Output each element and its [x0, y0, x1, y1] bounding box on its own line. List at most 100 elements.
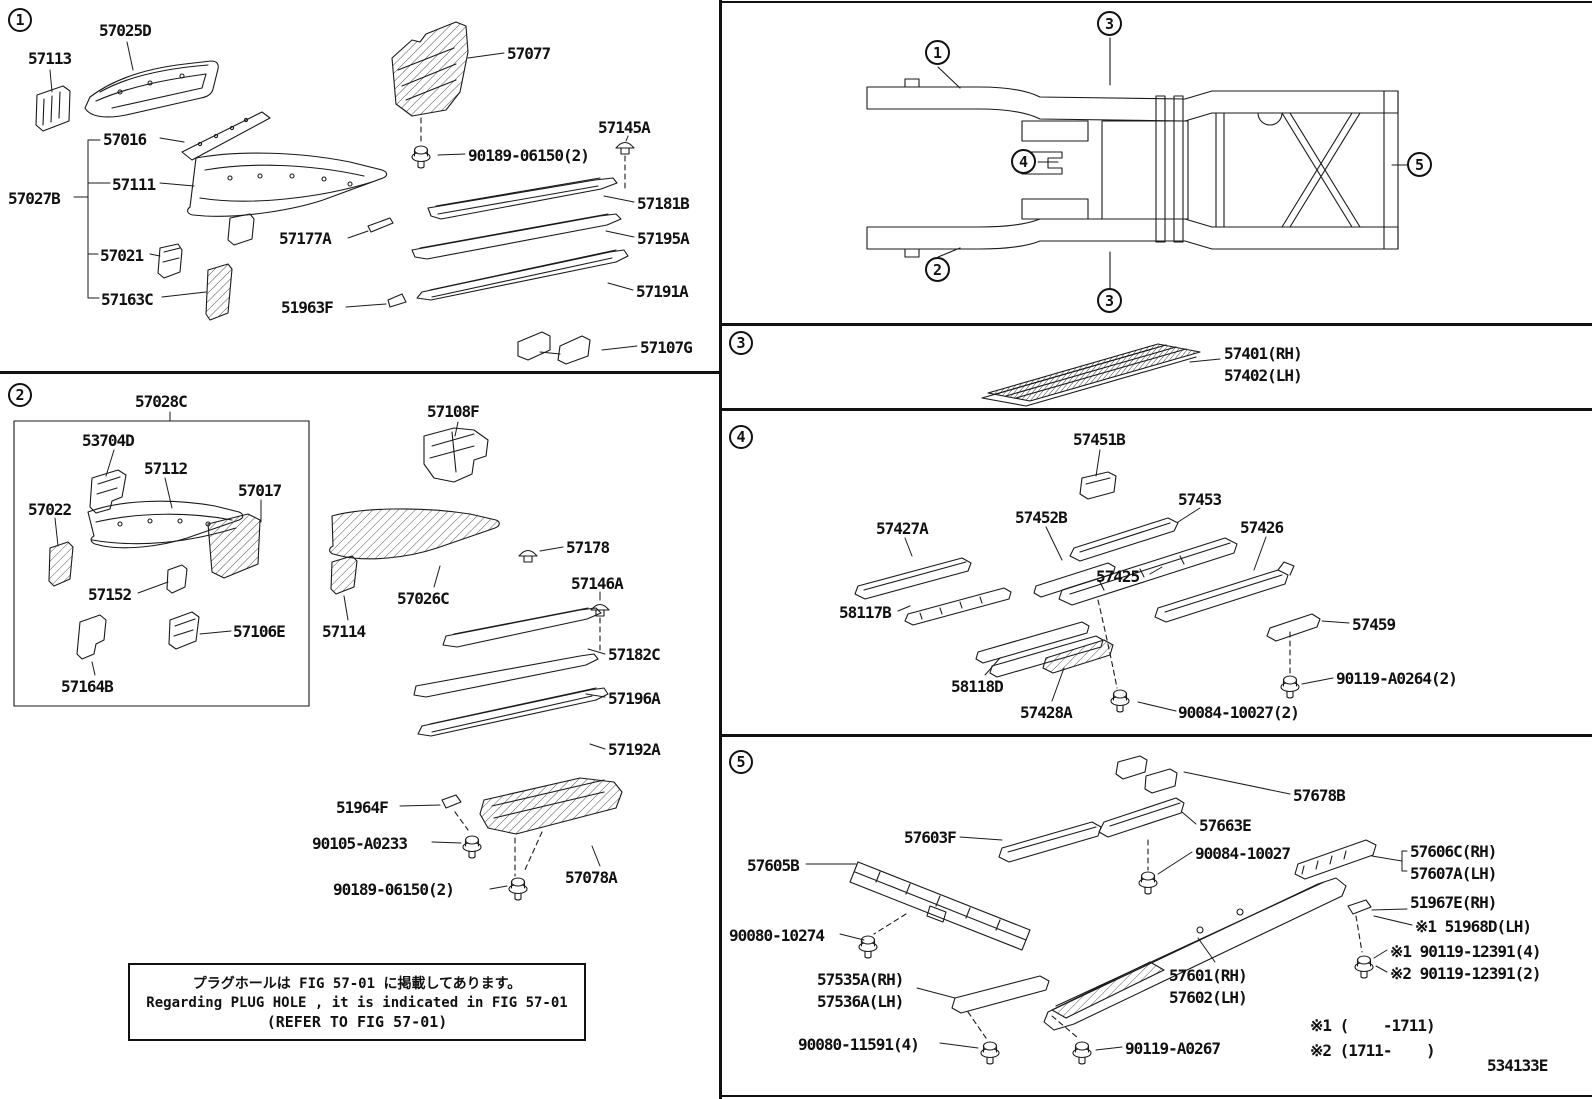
part-label-57021: 57021 — [100, 246, 144, 265]
part-label-90119-12391-4: ※1 90119-12391(4) — [1390, 942, 1542, 961]
part-label-90189-06150-s1: 90189-06150(2) — [468, 146, 590, 165]
part-label-90080-11591: 90080-11591(4) — [798, 1035, 920, 1054]
part-label-57603f: 57603F — [904, 828, 957, 847]
part-label-57078a: 57078A — [565, 868, 618, 887]
part-label-51963f: 51963F — [281, 298, 334, 317]
part-label-57428a: 57428A — [1020, 703, 1073, 722]
part-label-51964f: 51964F — [336, 798, 389, 817]
frame-callout-2: 2 — [925, 257, 950, 282]
part-label-57607a: 57607A(LH) — [1410, 864, 1497, 883]
section-badge-4: 4 — [729, 425, 753, 449]
sec1-front-side-member-drawing — [35, 21, 635, 365]
bolt-icon — [1072, 1041, 1092, 1065]
part-label-57025d: 57025D — [99, 21, 152, 40]
sec5-rear-side-member-drawing — [849, 755, 1377, 1065]
part-label-58118d: 58118D — [951, 677, 1004, 696]
part-label-57181b: 57181B — [637, 194, 690, 213]
section-badge-5: 5 — [729, 750, 753, 774]
bolt-icon — [1138, 871, 1158, 895]
part-label-51967e: 51967E(RH) — [1410, 893, 1497, 912]
note-line-japanese: プラグホールは FIG 57-01 に掲載してあります。 — [192, 976, 522, 992]
section-badge-3: 3 — [729, 331, 753, 355]
part-label-57536a: 57536A(LH) — [817, 992, 904, 1011]
plug-icon — [615, 141, 635, 155]
bolt-icon — [1280, 675, 1300, 699]
sec4-floor-crossmember-drawing — [854, 471, 1321, 713]
plug-hole-note-box: プラグホールは FIG 57-01 に掲載してあります。 Regarding P… — [128, 963, 586, 1041]
part-label-90119-a0264: 90119-A0264(2) — [1336, 669, 1458, 688]
part-label-57077: 57077 — [507, 44, 551, 63]
part-label-57017: 57017 — [238, 481, 282, 500]
frame-callout-3-top: 3 — [1097, 11, 1122, 36]
part-label-57196a: 57196A — [608, 689, 661, 708]
part-label-57605b: 57605B — [747, 856, 800, 875]
part-label-57108f: 57108F — [427, 402, 480, 421]
part-label-57195a: 57195A — [637, 229, 690, 248]
applicability-note-1: ※1 ( -1711) — [1310, 1016, 1436, 1035]
part-label-90080-10274: 90080-10274 — [729, 926, 825, 945]
sec3-floor-panel-drawing — [981, 343, 1221, 407]
part-label-53704d: 53704D — [82, 431, 135, 450]
part-label-57459: 57459 — [1352, 615, 1396, 634]
section-badge-2: 2 — [8, 383, 32, 407]
part-label-57026c: 57026C — [397, 589, 450, 608]
note-line-refer: (REFER TO FIG 57-01) — [266, 1013, 448, 1031]
sec1-leader-lines — [49, 41, 638, 351]
drawing-code: 534133E — [1487, 1056, 1548, 1075]
part-label-90119-12391-2: ※2 90119-12391(2) — [1390, 964, 1542, 983]
part-label-57602: 57602(LH) — [1169, 988, 1248, 1007]
part-label-57426: 57426 — [1240, 518, 1284, 537]
plug-icon — [518, 549, 538, 563]
part-label-57163c: 57163C — [101, 290, 154, 309]
part-label-57427a: 57427A — [876, 519, 929, 538]
plug-icon — [590, 603, 610, 617]
bolt-icon — [1354, 955, 1374, 979]
frame-overview-drawing — [866, 37, 1408, 289]
part-label-57606c: 57606C(RH) — [1410, 842, 1497, 861]
part-label-57146a: 57146A — [571, 574, 624, 593]
sec2-front-side-member-drawing — [13, 420, 623, 901]
divider-right-1 — [719, 323, 1592, 326]
part-label-57106e: 57106E — [233, 622, 286, 641]
part-label-57028c: 57028C — [135, 392, 188, 411]
frame-callout-4: 4 — [1011, 149, 1036, 174]
part-label-57022: 57022 — [28, 500, 72, 519]
part-label-57111: 57111 — [112, 175, 156, 194]
part-label-51968d: ※1 51968D(LH) — [1415, 917, 1532, 936]
divider-right-3 — [719, 734, 1592, 737]
part-label-57678b: 57678B — [1293, 786, 1346, 805]
note-line-english: Regarding PLUG HOLE , it is indicated in… — [146, 995, 568, 1011]
frame-callout-3-bottom: 3 — [1097, 288, 1122, 313]
frame-callout-5: 5 — [1407, 152, 1432, 177]
divider-left-sections — [0, 371, 722, 374]
part-label-57191a: 57191A — [636, 282, 689, 301]
part-label-57451b: 57451B — [1073, 430, 1126, 449]
part-label-57027b: 57027B — [8, 189, 61, 208]
divider-right-2 — [719, 408, 1592, 411]
part-label-57192a: 57192A — [608, 740, 661, 759]
sec4-leader-lines — [897, 449, 1350, 712]
part-label-57601: 57601(RH) — [1169, 966, 1248, 985]
bolt-icon — [980, 1041, 1000, 1065]
divider-right-bottom — [719, 1095, 1592, 1097]
part-label-58117b: 58117B — [839, 603, 892, 622]
applicability-note-2: ※2 (1711- ) — [1310, 1041, 1436, 1060]
part-label-57113: 57113 — [28, 49, 72, 68]
part-label-57114: 57114 — [322, 622, 366, 641]
part-label-90105-a0233: 90105-A0233 — [312, 834, 408, 853]
divider-right-top — [719, 1, 1592, 3]
section-badge-1: 1 — [8, 8, 32, 32]
part-label-90189-06150-s2: 90189-06150(2) — [333, 880, 455, 899]
divider-vertical-main — [719, 0, 722, 1099]
part-label-57178: 57178 — [566, 538, 610, 557]
part-label-90119-a0267: 90119-A0267 — [1125, 1039, 1221, 1058]
part-label-57453: 57453 — [1178, 490, 1222, 509]
bolt-icon — [411, 145, 431, 169]
bolt-icon — [508, 877, 528, 901]
bolt-icon — [1110, 689, 1130, 713]
part-label-57535a: 57535A(RH) — [817, 970, 904, 989]
frame-callout-1: 1 — [925, 40, 950, 65]
sec2-leader-lines — [54, 411, 606, 890]
